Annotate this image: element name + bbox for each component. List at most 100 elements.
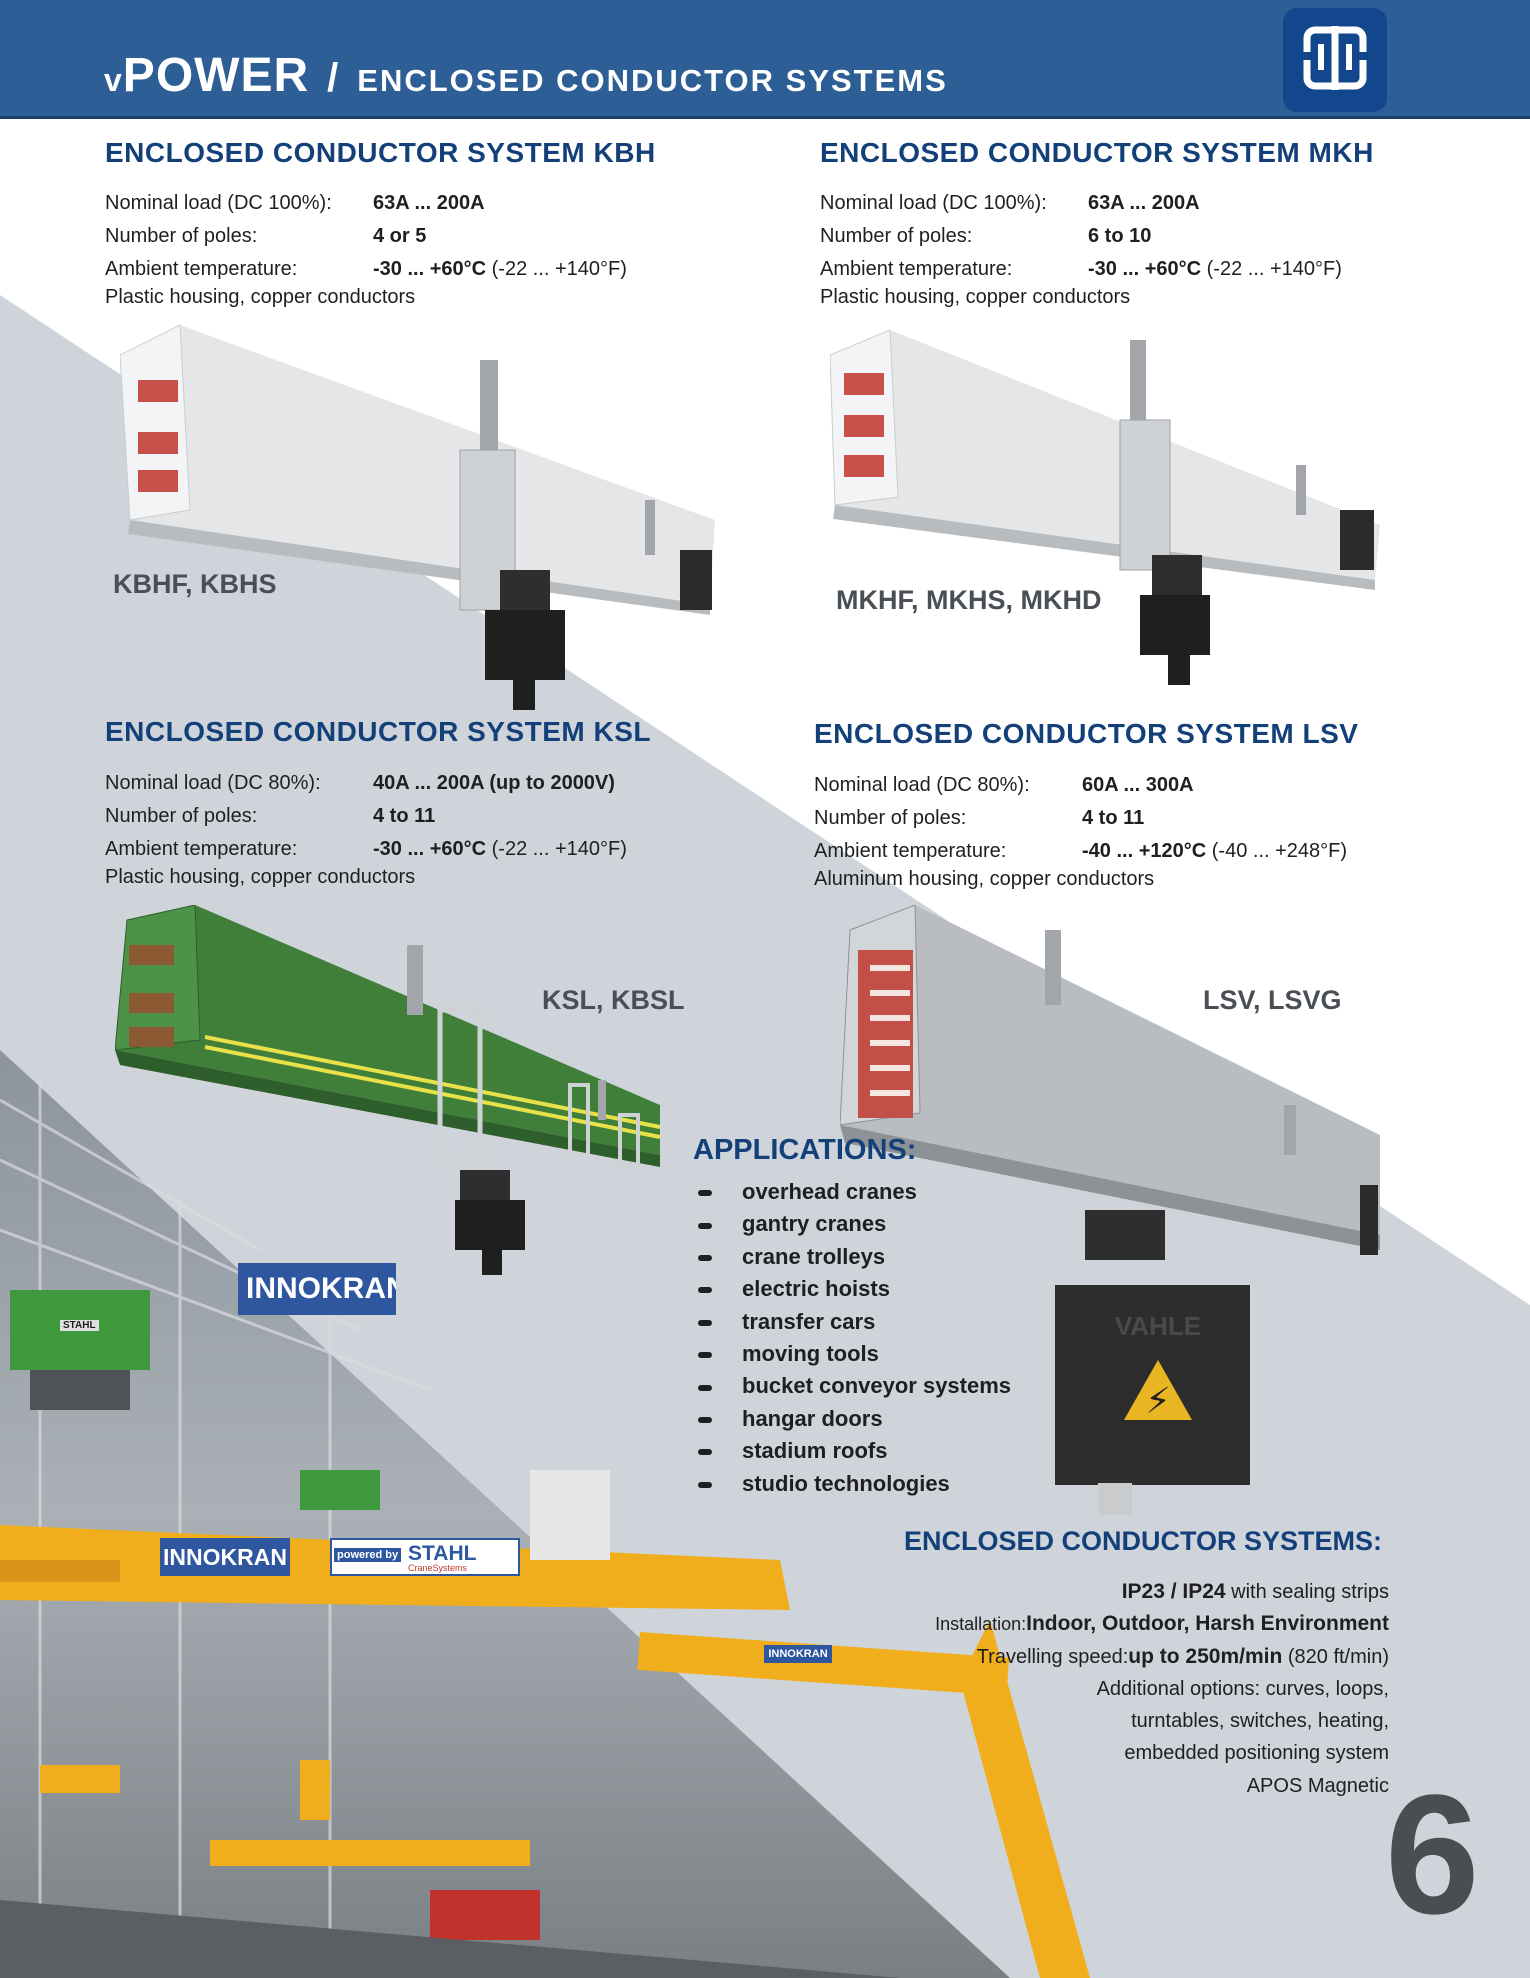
spec-label: Ambient temperature: bbox=[105, 838, 298, 860]
spec-value: 63A ... 200A bbox=[373, 192, 485, 214]
stahl-label: STAHL bbox=[408, 1542, 477, 1565]
lsv-model-label: LSV, LSVG bbox=[1203, 985, 1342, 1015]
list-item: overhead cranes bbox=[698, 1176, 1011, 1208]
bullet-icon bbox=[698, 1384, 712, 1391]
spec-value-fahrenheit: (-22 ... +140°F) bbox=[486, 838, 627, 860]
mkh-row-load: Nominal load (DC 100%): 63A ... 200A bbox=[820, 187, 1342, 220]
title-separator: / bbox=[327, 56, 340, 100]
spec-value: 63A ... 200A bbox=[1088, 192, 1200, 214]
application-label: overhead cranes bbox=[742, 1179, 917, 1204]
spec-label: Number of poles: bbox=[105, 805, 258, 827]
ksl-row-poles: Number of poles: 4 to 11 bbox=[105, 800, 627, 833]
ip-rating-note: with sealing strips bbox=[1225, 1581, 1389, 1603]
spec-label: Ambient temperature: bbox=[105, 258, 298, 280]
bullet-icon bbox=[698, 1254, 712, 1261]
ksl-busbar-illustration bbox=[115, 905, 661, 1275]
list-item: studio technologies bbox=[698, 1468, 1011, 1500]
vahle-brand-text: VAHLE bbox=[1115, 1311, 1201, 1341]
spec-value-fahrenheit: (-40 ... +248°F) bbox=[1206, 840, 1348, 862]
options-line: embedded positioning system bbox=[1124, 1742, 1389, 1765]
list-item: transfer cars bbox=[698, 1306, 1011, 1338]
applications-title: APPLICATIONS: bbox=[693, 1134, 917, 1166]
kbh-row-load: Nominal load (DC 100%):63A ... 200A bbox=[105, 187, 627, 220]
innokran-main-sign: INNOKRAN bbox=[160, 1538, 290, 1576]
applications-list: overhead cranes gantry cranes crane trol… bbox=[698, 1176, 1011, 1500]
spec-label: Nominal load (DC 100%): bbox=[820, 192, 1047, 214]
application-label: moving tools bbox=[742, 1340, 879, 1366]
list-item: gantry cranes bbox=[698, 1208, 1011, 1240]
application-label: studio technologies bbox=[742, 1470, 950, 1496]
bullet-icon bbox=[698, 1287, 712, 1294]
mkh-spec-table: Nominal load (DC 100%): 63A ... 200A Numb… bbox=[820, 187, 1342, 309]
mkh-row-temp: Ambient temperature:-30 ... +60°C (-22 .… bbox=[820, 253, 1342, 286]
options-line: turntables, switches, heating, bbox=[1131, 1710, 1389, 1733]
lsv-spec-table: Nominal load (DC 80%): 60A ... 300A Numbe… bbox=[814, 769, 1347, 891]
ksl-spec-table: Nominal load (DC 80%): 40A ... 200A (up t… bbox=[105, 767, 627, 889]
bullet-icon bbox=[698, 1449, 712, 1456]
spec-value: 60A ... 300A bbox=[1082, 774, 1194, 796]
lsv-row-temp: Ambient temperature:-40 ... +120°C (-40 … bbox=[814, 835, 1347, 868]
bullet-icon bbox=[698, 1416, 712, 1423]
spec-value: 40A ... 200A (up to 2000V) bbox=[373, 772, 615, 794]
spec-label: Nominal load (DC 80%): bbox=[105, 772, 321, 794]
spec-value: 4 or 5 bbox=[373, 225, 427, 247]
bullet-icon bbox=[698, 1481, 712, 1488]
options-line: Additional options: curves, loops, bbox=[1096, 1677, 1389, 1700]
mkh-row-poles: Number of poles: 6 to 10 bbox=[820, 220, 1342, 253]
ksl-row-temp: Ambient temperature:-30 ... +60°C (-22 .… bbox=[105, 833, 627, 866]
kbh-row-poles: Number of poles: 4 or 5 bbox=[105, 220, 627, 253]
enclosed-systems-details: IP23 / IP24 with sealing strips Installa… bbox=[935, 1576, 1389, 1802]
spec-label: Number of poles: bbox=[105, 225, 258, 247]
stahl-hoist-label: STAHL bbox=[60, 1320, 99, 1331]
header-bar bbox=[0, 0, 1530, 119]
ip-rating-value: IP23 / IP24 bbox=[1121, 1580, 1226, 1603]
ksl-model-label: KSL, KBSL bbox=[542, 985, 685, 1015]
speed-label: Travelling speed: bbox=[976, 1645, 1129, 1668]
busbar-logo-icon bbox=[1283, 8, 1387, 112]
kbh-busbar-illustration bbox=[120, 324, 715, 710]
mkh-title: ENCLOSED CONDUCTOR SYSTEM MKH bbox=[820, 137, 1374, 168]
stahl-sign: powered by STAHL CraneSystems bbox=[330, 1538, 520, 1576]
innokran-top-sign: INNOKRAN bbox=[238, 1263, 396, 1315]
kbh-row-temp: Ambient temperature:-30 ... +60°C (-22 .… bbox=[105, 253, 627, 286]
spec-value-fahrenheit: (-22 ... +140°F) bbox=[1201, 258, 1342, 280]
application-label: gantry cranes bbox=[742, 1211, 887, 1237]
kbh-note: Plastic housing, copper conductors bbox=[105, 286, 416, 308]
spec-value: 6 to 10 bbox=[1088, 225, 1152, 247]
bullet-icon bbox=[698, 1319, 712, 1326]
lsv-row-poles: Number of poles:4 to 11 bbox=[814, 802, 1347, 835]
installation-line: Installation:Indoor, Outdoor, Harsh Envi… bbox=[935, 1608, 1389, 1640]
lsv-row-load: Nominal load (DC 80%): 60A ... 300A bbox=[814, 769, 1347, 802]
lsv-busbar-illustration: ⚡ VAHLE bbox=[840, 905, 1380, 1515]
list-item: hangar doors bbox=[698, 1403, 1011, 1435]
bullet-icon bbox=[698, 1352, 712, 1359]
kbh-model-label: KBHF, KBHS bbox=[113, 569, 277, 599]
mkh-model-label: MKHF, MKHS, MKHD bbox=[836, 585, 1102, 615]
installation-label: Installation: bbox=[935, 1614, 1027, 1635]
enclosed-systems-title: ENCLOSED CONDUCTOR SYSTEMS: bbox=[904, 1526, 1383, 1556]
spec-label: Number of poles: bbox=[820, 225, 973, 247]
ip-rating-line: IP23 / IP24 with sealing strips bbox=[935, 1576, 1389, 1608]
ksl-note: Plastic housing, copper conductors bbox=[105, 866, 416, 888]
speed-value: up to 250m/min bbox=[1128, 1644, 1283, 1668]
options-line: APOS Magnetic bbox=[1246, 1774, 1389, 1797]
application-label: electric hoists bbox=[742, 1276, 890, 1302]
lsv-note: Aluminum housing, copper conductors bbox=[814, 868, 1155, 890]
innokran-jib-sign: INNOKRAN bbox=[764, 1645, 832, 1663]
list-item: stadium roofs bbox=[698, 1435, 1011, 1467]
ksl-row-load: Nominal load (DC 80%): 40A ... 200A (up t… bbox=[105, 767, 627, 800]
svg-text:⚡: ⚡ bbox=[1145, 1381, 1170, 1422]
ksl-title: ENCLOSED CONDUCTOR SYSTEM KSL bbox=[105, 716, 652, 747]
brand-prefix: v bbox=[104, 62, 123, 98]
spec-value: 4 to 11 bbox=[373, 805, 436, 827]
kbh-spec-table: Nominal load (DC 100%):63A ... 200A Numb… bbox=[105, 187, 627, 309]
kbh-title: ENCLOSED CONDUCTOR SYSTEM KBH bbox=[105, 137, 656, 168]
list-item: crane trolleys bbox=[698, 1241, 1011, 1273]
mkh-note: Plastic housing, copper conductors bbox=[820, 286, 1131, 308]
brand-name: POWER bbox=[122, 49, 310, 102]
powered-by-label: powered by bbox=[334, 1548, 402, 1562]
spec-value: -30 ... +60°C bbox=[1088, 258, 1202, 280]
spec-label: Ambient temperature: bbox=[814, 840, 1007, 862]
list-item: moving tools bbox=[698, 1338, 1011, 1370]
spec-label: Nominal load (DC 80%): bbox=[814, 774, 1030, 796]
